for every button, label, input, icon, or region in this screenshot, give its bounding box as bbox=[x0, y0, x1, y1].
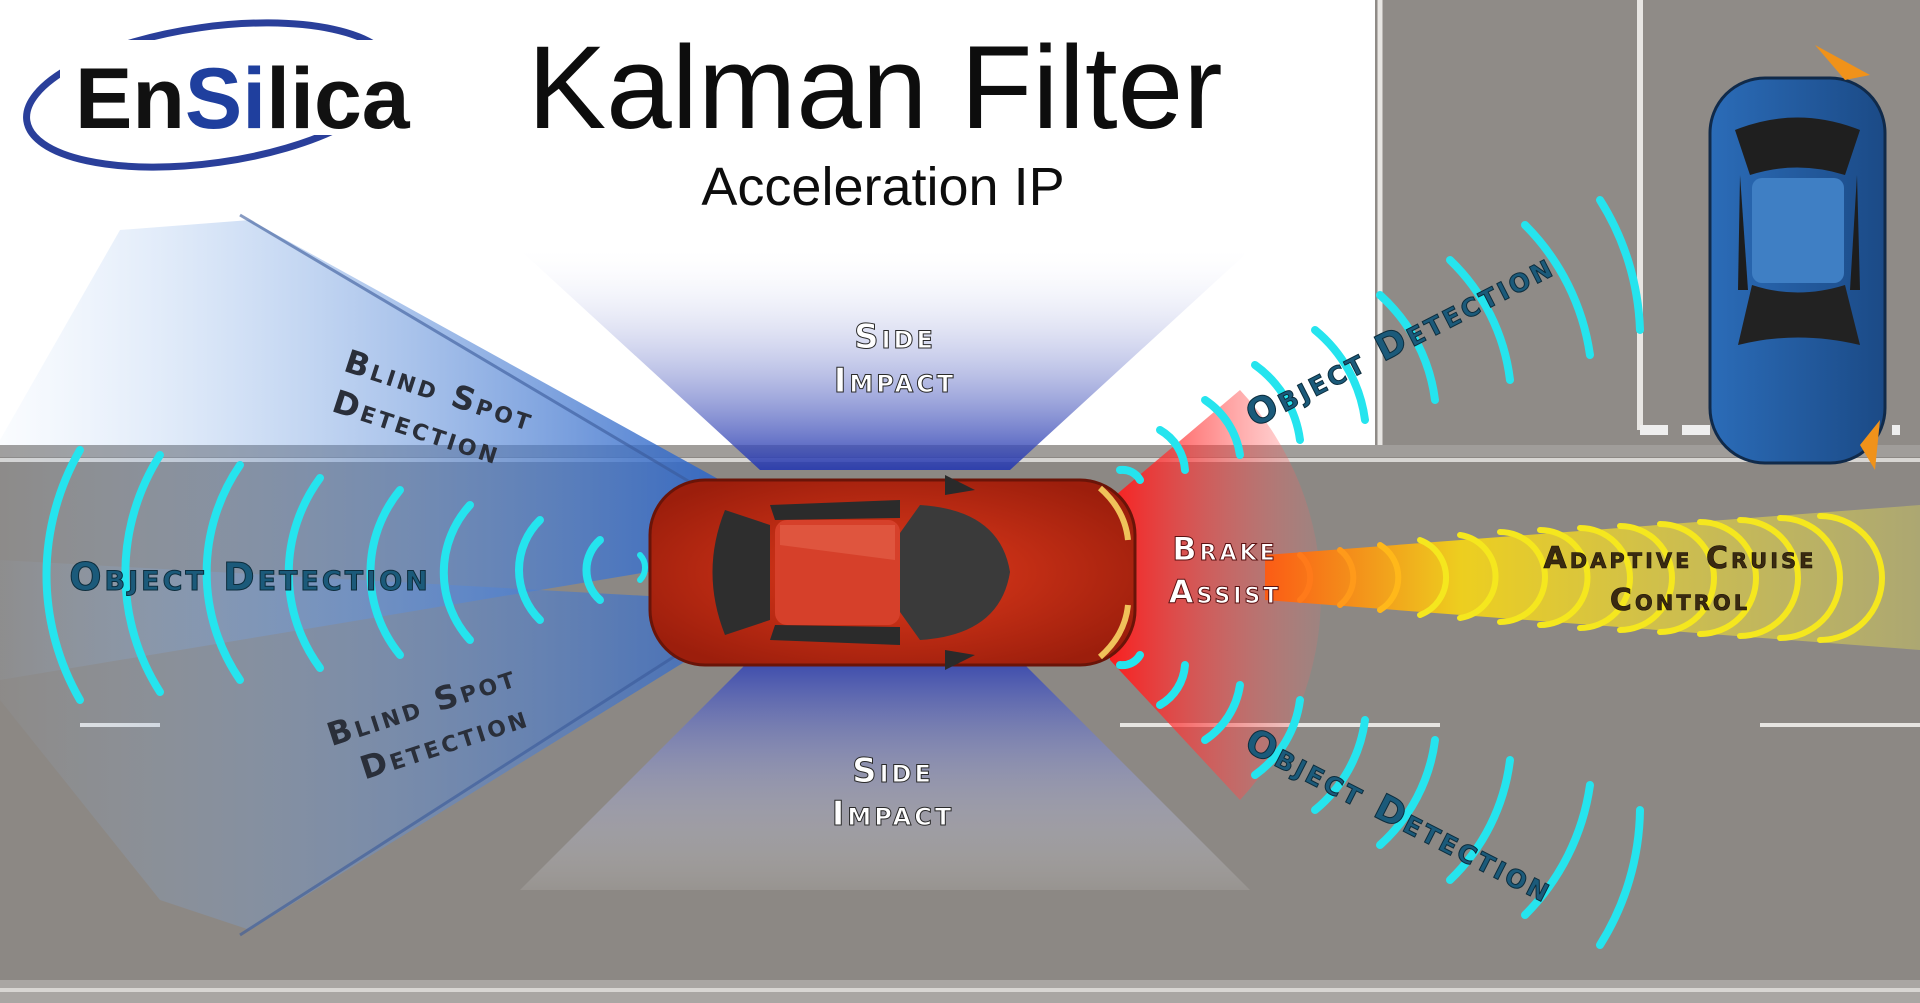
adaptive-cruise-line2: Control bbox=[1610, 583, 1750, 618]
blue-car-icon bbox=[1708, 45, 1887, 470]
adaptive-cruise-line1: Adaptive Cruise bbox=[1544, 541, 1817, 576]
main-title: Kalman Filter bbox=[527, 22, 1222, 154]
blind-spot-zone-bottom bbox=[0, 560, 720, 930]
red-car-icon bbox=[648, 475, 1137, 670]
logo-part-si: Si bbox=[185, 51, 266, 147]
side-impact-zone-top bbox=[520, 250, 1250, 470]
front-bottom-sensor-waves bbox=[1116, 651, 1644, 949]
rear-sensor-waves bbox=[42, 446, 649, 704]
side-impact-bottom-line1: Side bbox=[852, 751, 934, 791]
adaptive-cruise-zone bbox=[1265, 505, 1920, 650]
side-impact-zone-bottom bbox=[520, 650, 1250, 890]
subtitle: Acceleration IP bbox=[701, 157, 1064, 217]
cruise-waves bbox=[1297, 513, 1885, 643]
object-detection-rear-label: Object Detection bbox=[69, 555, 431, 599]
side-impact-top-line2: Impact bbox=[834, 361, 956, 401]
logo-part-en: En bbox=[75, 51, 185, 147]
brake-assist-line2: Assist bbox=[1169, 573, 1282, 611]
brake-assist-line1: Brake bbox=[1172, 530, 1277, 568]
brake-assist-zone bbox=[1110, 390, 1321, 800]
side-impact-top-line1: Side bbox=[854, 317, 936, 357]
blind-spot-zone-top bbox=[0, 220, 720, 680]
logo-part-lica: lica bbox=[266, 51, 411, 147]
svg-text:EnSilica: EnSilica bbox=[75, 51, 411, 147]
side-impact-bottom-line2: Impact bbox=[832, 794, 954, 834]
ensilica-logo: EnSilica bbox=[23, 19, 420, 171]
front-top-sensor-waves bbox=[1116, 196, 1644, 484]
